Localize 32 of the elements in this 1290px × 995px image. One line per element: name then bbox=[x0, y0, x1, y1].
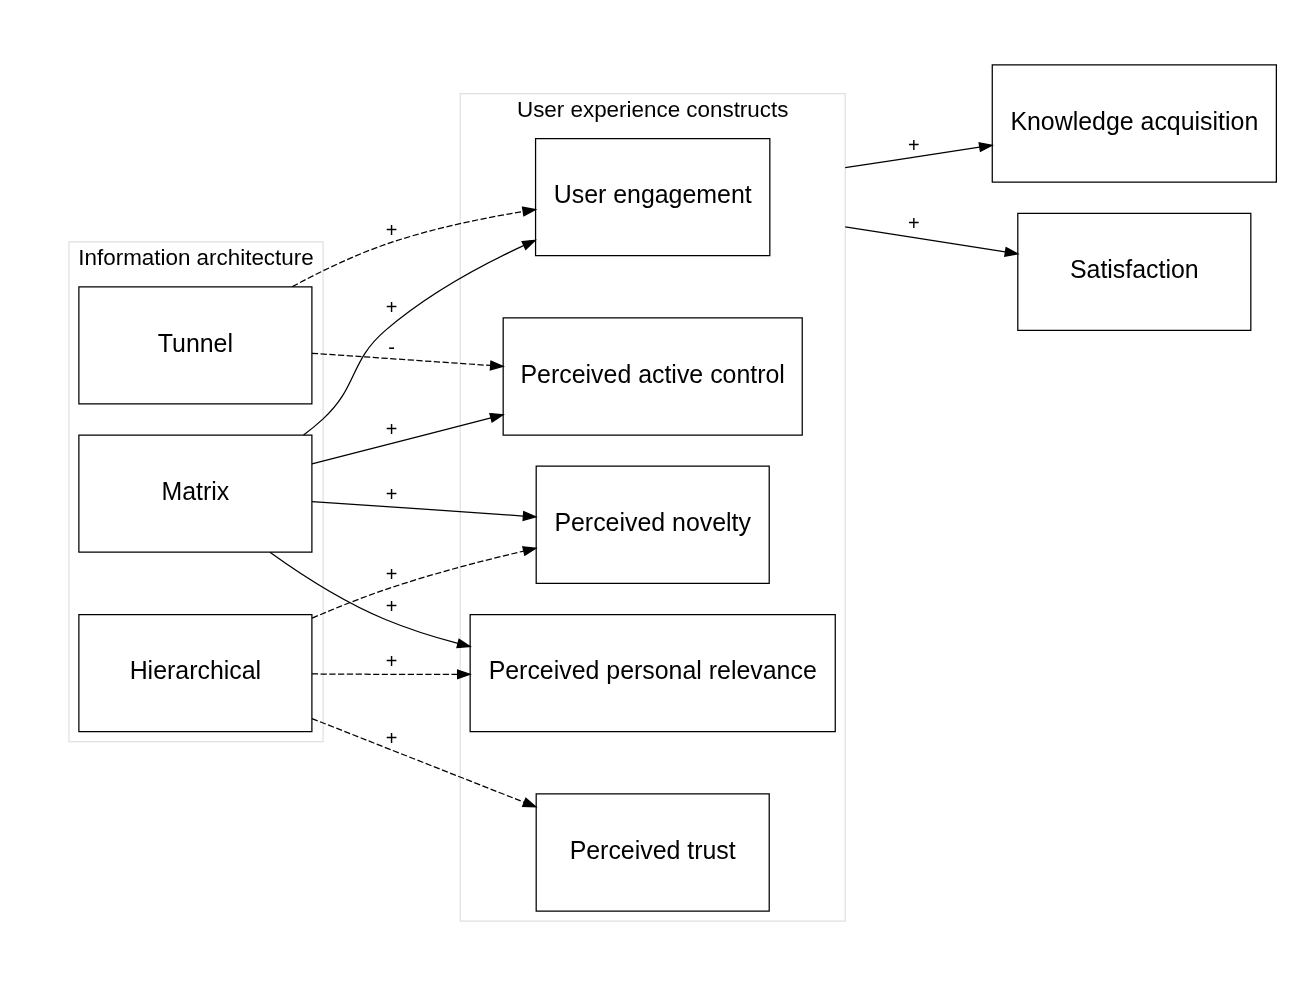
node-box: Perceived active control bbox=[502, 316, 803, 436]
arrow bbox=[269, 551, 472, 648]
edge-label: + bbox=[385, 726, 398, 749]
arrow bbox=[844, 141, 994, 168]
node-box: Perceived trust bbox=[535, 792, 770, 912]
arrow bbox=[302, 239, 537, 436]
edge-label: + bbox=[385, 417, 398, 440]
node-box: User engagement bbox=[534, 137, 771, 256]
node-box: Hierarchical bbox=[78, 613, 313, 732]
edge-label: + bbox=[385, 218, 398, 241]
arrow bbox=[291, 205, 538, 287]
arrow bbox=[311, 352, 505, 371]
node-box: Matrix bbox=[78, 433, 313, 553]
edge-label: + bbox=[385, 649, 398, 672]
edge-label: - bbox=[388, 335, 395, 358]
edge-label: + bbox=[385, 295, 398, 318]
arrow bbox=[311, 412, 505, 465]
arrow bbox=[311, 717, 538, 808]
arrow bbox=[311, 668, 472, 680]
arrow bbox=[311, 500, 538, 521]
edge-label: + bbox=[385, 594, 398, 617]
edge-label: + bbox=[907, 133, 920, 156]
edge-label: + bbox=[385, 482, 398, 505]
node-box: Perceived novelty bbox=[535, 465, 770, 584]
arrow bbox=[844, 225, 1020, 257]
node-box: Perceived personal relevance bbox=[469, 613, 836, 732]
edge-label: + bbox=[385, 562, 398, 585]
edge-label: + bbox=[907, 211, 920, 234]
arrow bbox=[311, 545, 538, 619]
node-box: Tunnel bbox=[78, 285, 313, 405]
node-box: Satisfaction bbox=[1017, 212, 1252, 331]
node-box: Knowledge acquisition bbox=[991, 63, 1277, 183]
